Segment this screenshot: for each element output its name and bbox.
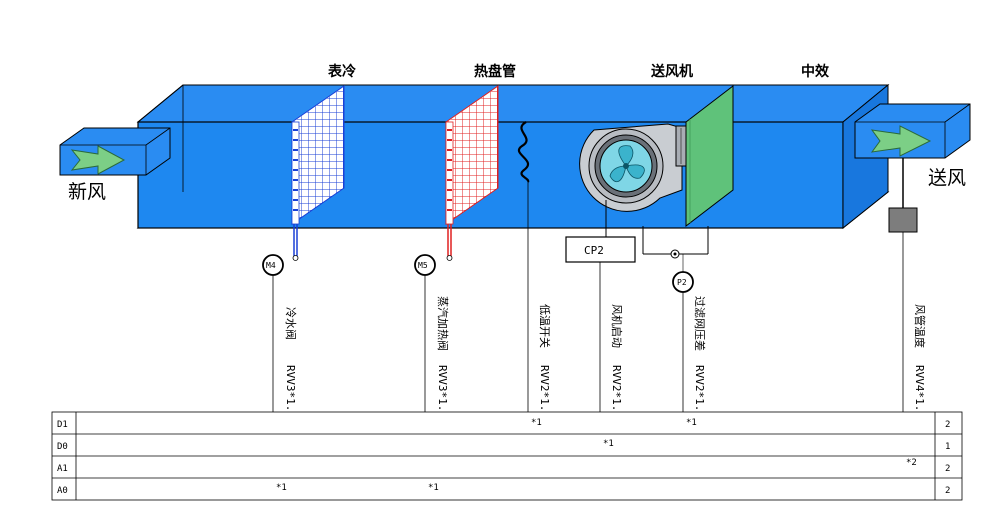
io-row-a1-type: A1	[57, 464, 68, 474]
m5-label: M5	[418, 261, 428, 270]
marker-chilled-water-valve: *1	[276, 483, 287, 493]
signal-label-filter-diff-pressure: 过滤网压差 RVV2*1.0	[693, 296, 707, 418]
svg-text:RVV3*1.0: RVV3*1.0	[436, 365, 449, 418]
marker-steam-heating-valve: *1	[428, 483, 439, 493]
supply-fan-title: 送风机	[650, 63, 693, 80]
io-row-a0-type: A0	[57, 486, 68, 496]
svg-text:风管温度: 风管温度	[913, 304, 927, 348]
m5-valve-actuator: M5	[414, 254, 436, 276]
svg-text:冷水阀: 冷水阀	[284, 307, 298, 340]
svg-text:RVV2*1.0: RVV2*1.0	[610, 365, 623, 418]
io-row-a0-count: 2	[945, 486, 950, 496]
svg-text:过滤网压差: 过滤网压差	[693, 296, 707, 351]
svg-text:风机启动: 风机启动	[610, 304, 624, 348]
medium-filter	[685, 84, 734, 228]
svg-text:蒸汽加热阀: 蒸汽加热阀	[436, 296, 450, 351]
p2-label: P2	[677, 278, 687, 287]
svg-text:RVV3*1.0: RVV3*1.0	[284, 365, 297, 418]
p2-pressure-switch: P2	[672, 271, 694, 293]
air-handling-unit	[136, 83, 890, 230]
io-row-d0-count: 1	[945, 442, 950, 452]
filter-pressure-tubing	[642, 226, 709, 272]
surface-cooler-title: 表冷	[327, 63, 356, 80]
fan-impeller-icon	[609, 145, 645, 183]
fresh-air-inlet	[59, 127, 171, 176]
heating-coil	[445, 85, 499, 261]
low-temp-switch-sensor	[518, 121, 530, 183]
signal-label-low-temp-switch: 低温开关 RVV2*1.0	[538, 304, 552, 418]
supply-fan	[579, 117, 715, 237]
fresh-air-label: 新风	[68, 181, 106, 203]
supply-air-label: 送风	[928, 167, 966, 189]
svg-text:RVV2*1.0: RVV2*1.0	[538, 365, 551, 418]
m4-label: M4	[266, 261, 276, 270]
marker-fan-start: *1	[603, 439, 614, 449]
heating-coil-title: 热盘管	[474, 63, 516, 80]
signal-label-chilled-water-valve: 冷水阀 RVV3*1.0	[284, 307, 298, 418]
m4-valve-actuator: M4	[262, 254, 284, 276]
cp2-fan-control-box	[565, 236, 636, 263]
io-row-a1-count: 2	[945, 464, 950, 474]
io-row-d1-type: D1	[57, 420, 68, 430]
supply-air-outlet	[854, 103, 971, 159]
io-point-table: D1 D0 A1 A0 2 1 2 2	[51, 411, 963, 501]
medium-filter-title: 中效	[801, 63, 830, 80]
marker-duct-temperature: *2	[906, 458, 917, 468]
svg-text:低温开关: 低温开关	[538, 304, 552, 348]
marker-filter-diff-pressure: *1	[686, 418, 697, 428]
duct-temp-sensor	[888, 158, 918, 233]
io-row-d1-count: 2	[945, 420, 950, 430]
svg-text:RVV4*1.0: RVV4*1.0	[913, 365, 926, 418]
signal-wiring	[272, 182, 904, 490]
cooling-coil	[291, 85, 345, 261]
cp2-label: CP2	[584, 244, 604, 257]
io-row-d0-type: D0	[57, 442, 68, 452]
supply-air-arrow-icon	[870, 125, 932, 157]
svg-text:RVV2*1.0: RVV2*1.0	[693, 365, 706, 418]
signal-label-duct-temperature: 风管温度 RVV4*1.0	[913, 304, 927, 418]
signal-label-steam-heating-valve: 蒸汽加热阀 RVV3*1.0	[436, 296, 450, 418]
marker-low-temp-switch: *1	[531, 418, 542, 428]
signal-label-fan-start: 风机启动 RVV2*1.0	[610, 304, 624, 418]
fresh-air-arrow-icon	[70, 145, 126, 175]
